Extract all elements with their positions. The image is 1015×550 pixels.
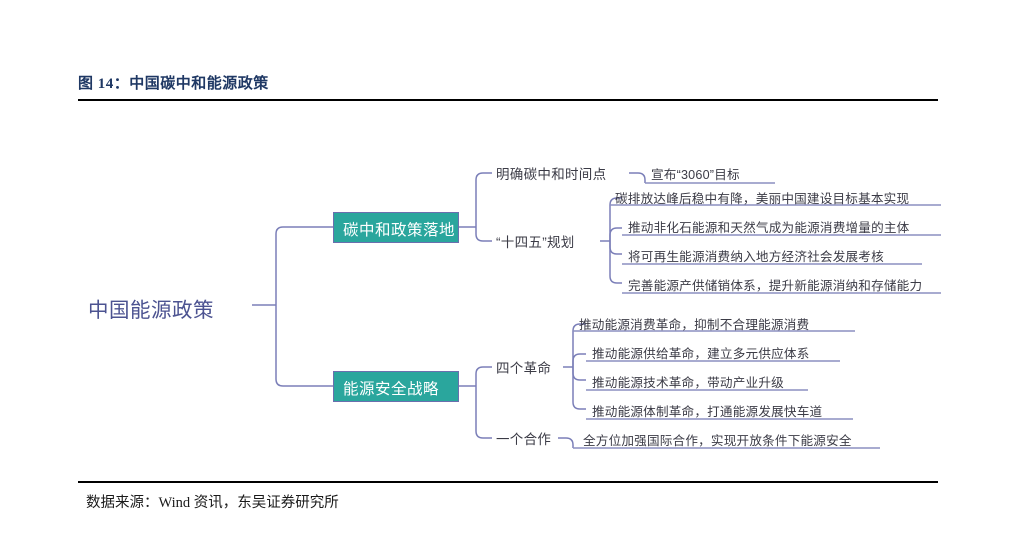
branch-1-to-sub-1 [475, 386, 492, 439]
sub-0-1-to-leaf-1 [609, 227, 622, 241]
branch-node-carbon-neutral-policy[interactable]: 碳中和政策落地 [333, 212, 459, 243]
subnode-one-cooperation[interactable]: 一个合作 [496, 432, 552, 447]
sub-1-0-to-leaf-2 [572, 367, 586, 381]
connector-lines [252, 172, 941, 449]
header-rule [78, 99, 938, 101]
sub-0-0-connector [629, 172, 646, 183]
leaf-node[interactable]: 推动能源消费革命，抑制不合理能源消费 [579, 318, 810, 332]
subnode-four-revolutions[interactable]: 四个革命 [496, 361, 552, 376]
branch-0-to-sub-0 [475, 172, 492, 227]
leaf-node[interactable]: 将可再生能源消费纳入地方经济社会发展考核 [628, 250, 884, 264]
figure-source: 数据来源：Wind 资讯，东吴证券研究所 [86, 495, 339, 511]
subnode-carbon-neutral-timeline[interactable]: 明确碳中和时间点 [496, 167, 607, 182]
sub-0-1-to-leaf-2 [609, 241, 622, 255]
footer-rule [78, 481, 938, 483]
sub-1-1-connector [558, 437, 574, 448]
root-to-branch-0 [275, 226, 333, 305]
leaf-node[interactable]: 推动能源体制革命，打通能源发展快车道 [592, 405, 823, 419]
root-to-branch-1 [275, 305, 333, 387]
subnode-14th-five-year-plan[interactable]: “十四五”规划 [496, 235, 575, 250]
branch-1-to-sub-0 [475, 366, 492, 386]
leaf-node[interactable]: 推动非化石能源和天然气成为能源消费增量的主体 [628, 221, 910, 235]
leaf-node[interactable]: 全方位加强国际合作，实现开放条件下能源安全 [583, 434, 852, 448]
mindmap-diagram: 中国能源政策 碳中和政策落地 能源安全战略 明确碳中和时间点 “十四五”规划 宣… [0, 108, 1015, 478]
leaf-node[interactable]: 宣布“3060”目标 [651, 168, 740, 182]
sub-0-1-to-leaf-3 [609, 241, 622, 284]
root-node[interactable]: 中国能源政策 [88, 299, 214, 322]
branch-0-to-sub-1 [475, 227, 492, 242]
leaf-node[interactable]: 推动能源技术革命，带动产业升级 [592, 376, 784, 390]
figure-title: 图 14：中国碳中和能源政策 [78, 76, 269, 92]
branch-node-energy-security-strategy[interactable]: 能源安全战略 [333, 371, 459, 402]
sub-1-0-to-leaf-3 [572, 367, 586, 410]
leaf-node[interactable]: 碳排放达峰后稳中有降，美丽中国建设目标基本实现 [615, 192, 910, 206]
leaf-node[interactable]: 推动能源供给革命，建立多元供应体系 [592, 347, 810, 361]
leaf-node[interactable]: 完善能源产供储销体系，提升新能源消纳和存储能力 [628, 279, 923, 293]
sub-1-0-to-leaf-1 [572, 353, 586, 367]
